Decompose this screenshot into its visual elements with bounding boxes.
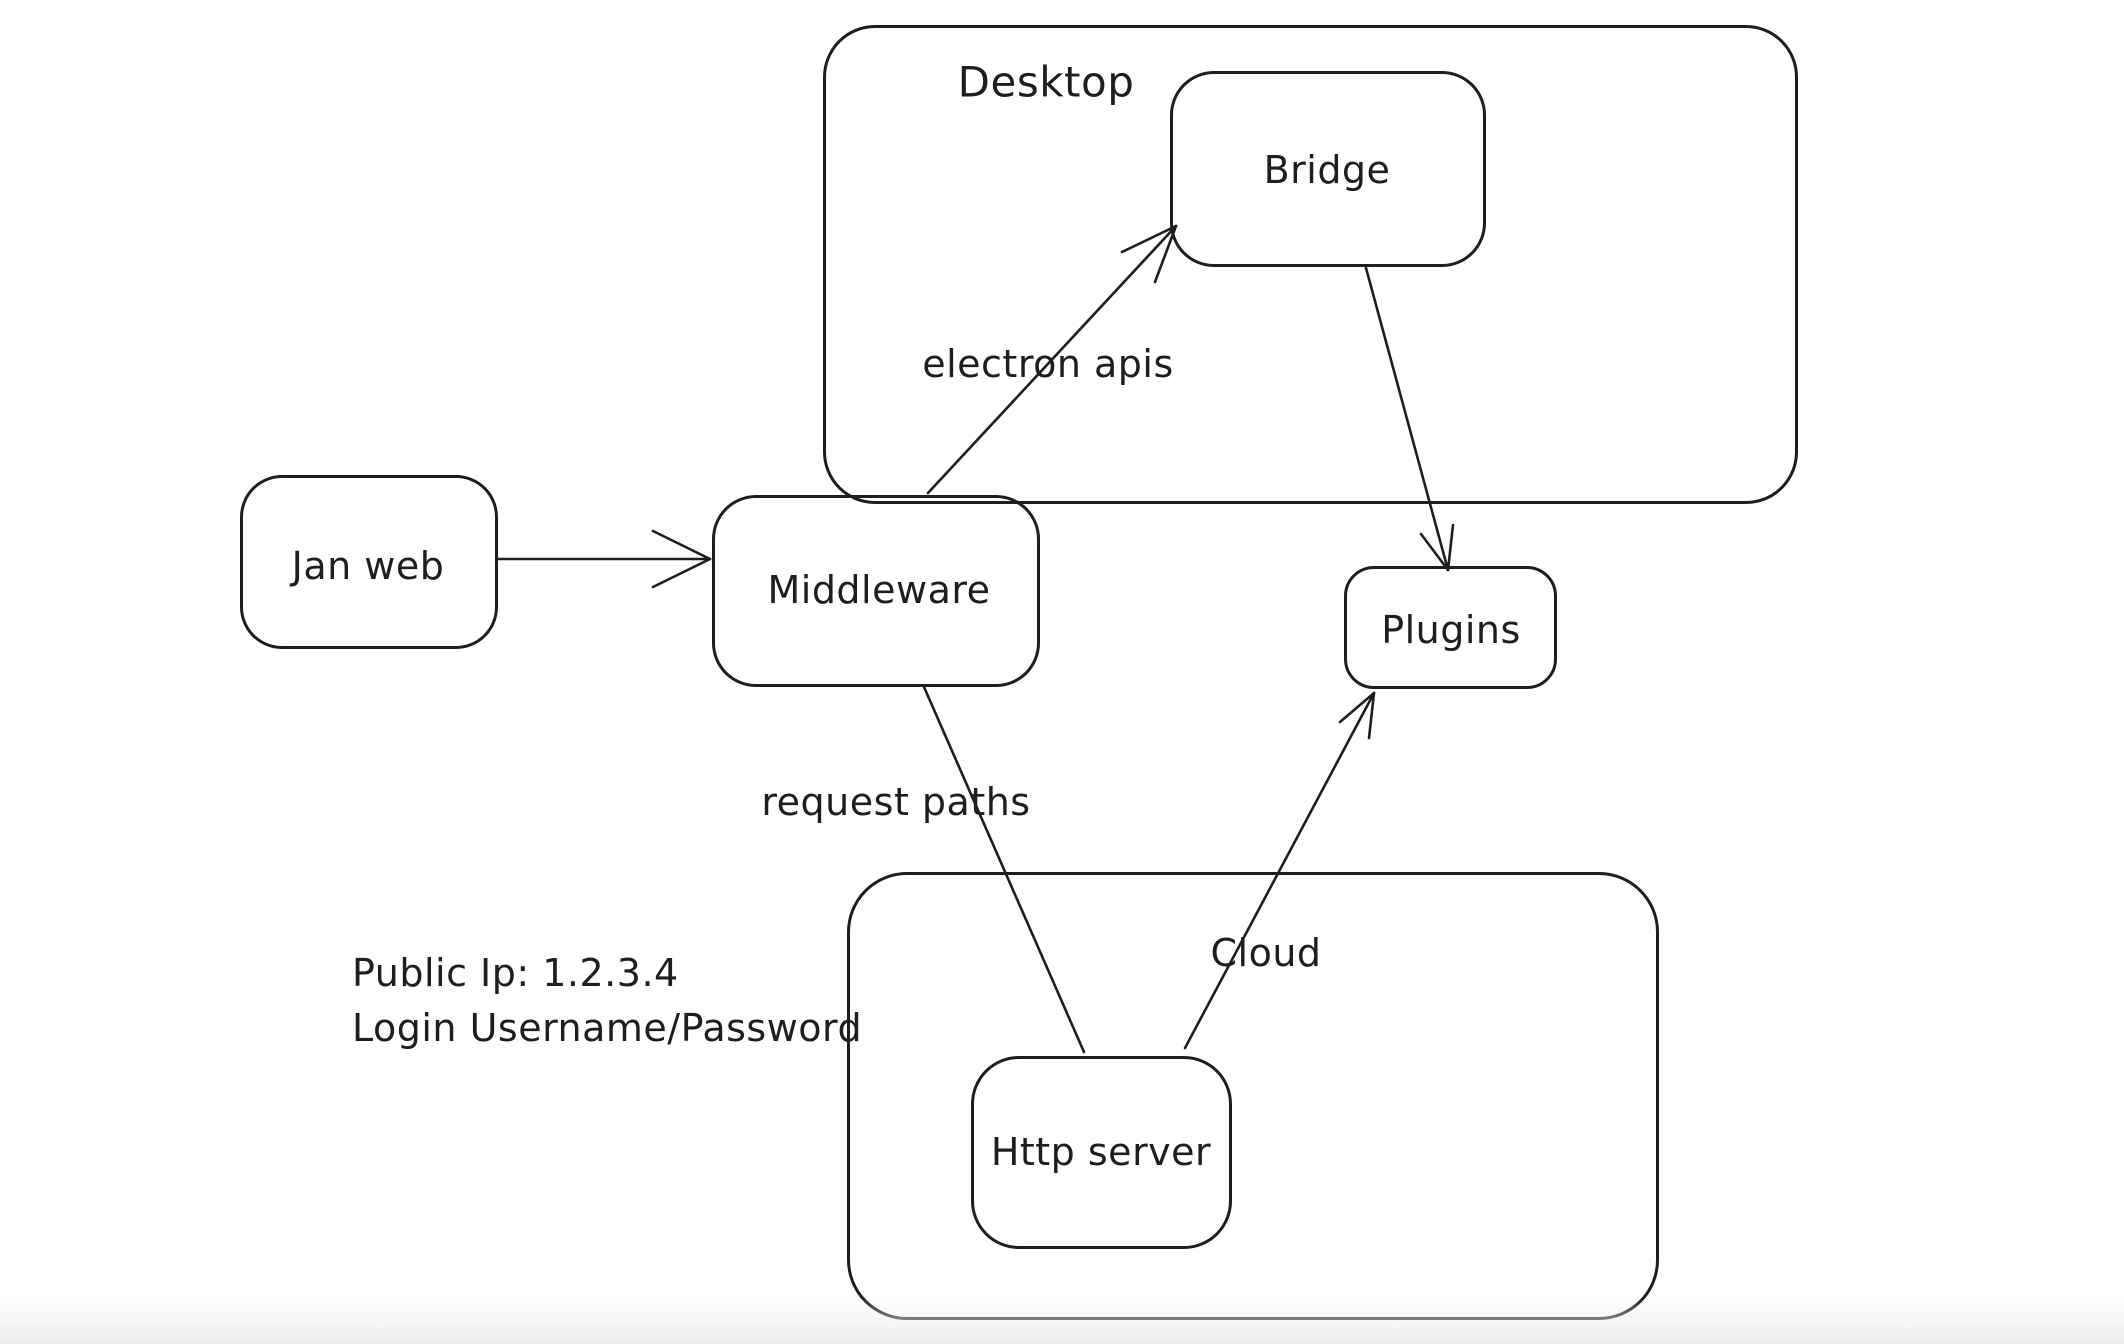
node-middleware-label: Middleware	[767, 568, 991, 612]
container-desktop-label: Desktop	[957, 57, 1135, 107]
node-plugins-label: Plugins	[1381, 608, 1521, 652]
annotation-public-ip: Public Ip: 1.2.3.4	[352, 951, 679, 995]
node-jan-web-label: Jan web	[291, 544, 445, 588]
container-desktop[interactable]	[823, 25, 1798, 504]
edge-httpserver-plugins[interactable]	[1183, 691, 1376, 1050]
node-jan-web[interactable]	[240, 475, 498, 649]
annotation-credentials[interactable]: Public Ip: 1.2.3.4 Login Username/Passwo…	[352, 946, 862, 1056]
container-cloud-label: Cloud	[1210, 931, 1322, 975]
node-http-server[interactable]	[971, 1056, 1232, 1249]
edge-label-request-paths: request paths	[761, 780, 1031, 824]
edge-bridge-plugins[interactable]	[1364, 266, 1455, 572]
edge-label-electron-apis: electron apis	[922, 342, 1174, 386]
node-middleware[interactable]	[712, 495, 1040, 687]
node-http-server-label: Http server	[990, 1130, 1212, 1174]
edge-middleware-httpserver[interactable]	[922, 685, 1086, 1054]
node-bridge-label: Bridge	[1263, 148, 1391, 192]
edge-janweb-middleware[interactable]	[495, 529, 712, 589]
node-bridge[interactable]	[1170, 71, 1486, 267]
node-plugins[interactable]	[1344, 566, 1557, 689]
annotation-login: Login Username/Password	[352, 1006, 863, 1050]
